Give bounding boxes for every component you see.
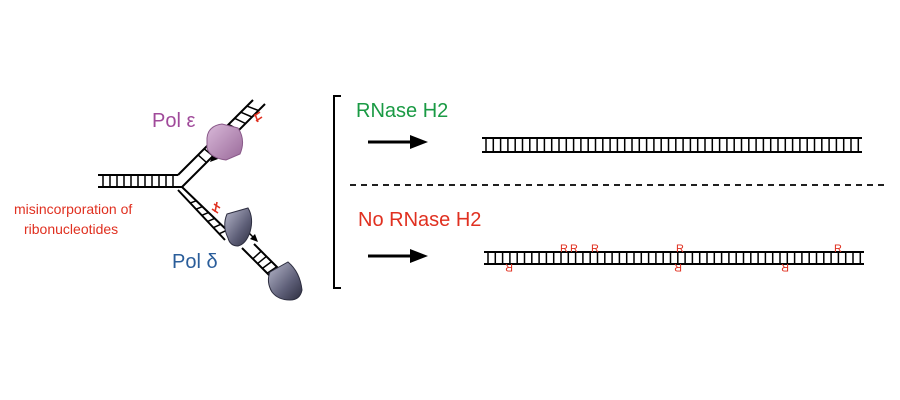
outcome-bracket [333,95,341,289]
misincorporation-label-line1: misincorporation of [14,201,132,217]
lagging-direction-arrow [250,234,258,242]
misincorporation-label-line2: ribonucleotides [24,221,118,237]
base-pair [252,250,262,260]
right-arrow-icon [368,135,428,149]
polymerase-delta-icon [224,207,303,301]
polymerase-epsilon-icon [206,123,244,161]
ribonucleotide-mark: R [560,243,568,255]
base-pair [207,217,215,223]
repaired-dna-duplex [482,137,862,153]
unrepaired-dna-duplex [484,251,864,265]
right-arrow-icon [368,249,428,263]
base-pair [197,154,208,164]
ribonucleotide-mark [253,111,263,123]
pol-delta-label: Pol δ [172,251,218,273]
base-pair [261,260,273,270]
ribonucleotide-mark: R [570,243,578,255]
ribonucleotide-mark: R [591,243,599,255]
base-pair [257,255,267,265]
base-pair [195,206,203,210]
base-pair [201,211,209,217]
ribonucleotide-mark: R [505,261,513,273]
base-pair [234,117,246,125]
base-pair [189,200,197,204]
ribonucleotide-mark: R [834,243,842,255]
no-rnase-h2-label: No RNase H2 [358,209,481,231]
ribonucleotide-mark: R [674,261,682,273]
base-pair [212,223,222,229]
ribonucleotide-mark: R [781,261,789,273]
base-pair [266,266,278,274]
pol-epsilon-label: Pol ε [152,110,195,132]
base-pair [240,111,253,118]
ribonucleotide-mark [211,201,221,214]
leading-direction-arrow [210,154,218,162]
rnase-h2-label: RNase H2 [356,100,448,122]
ribonucleotide-marks: R R R R R R R R [505,243,842,273]
base-pair [246,105,259,112]
ribonucleotide-mark: R [676,243,684,255]
